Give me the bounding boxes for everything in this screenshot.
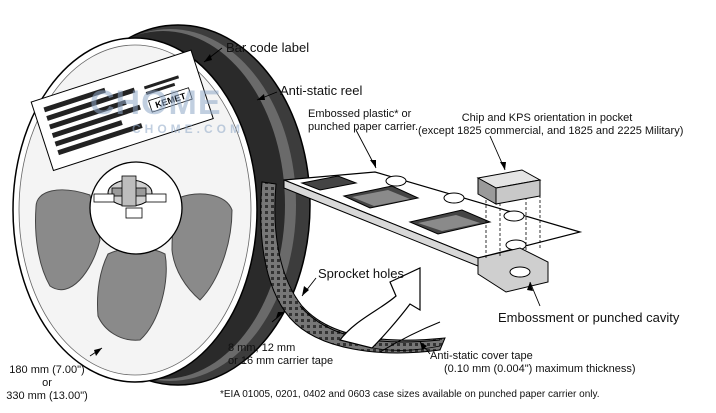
label-cover-line1: Anti-static cover tape <box>430 350 533 362</box>
label-anti-static-reel: Anti-static reel <box>280 83 363 98</box>
cover-tape-peel <box>338 267 441 353</box>
label-chip-line1: Chip and KPS orientation in pocket <box>461 112 633 124</box>
label-reel-size-line3: 330 mm (13.00") <box>6 390 88 403</box>
watermark-main: CHOME <box>90 84 222 122</box>
bar-code-label: KEMET <box>30 49 214 172</box>
label-embossed-carrier: Embossed plastic* or punched paper carri… <box>308 108 418 134</box>
label-reel-size: 180 mm (7.00") or 330 mm (13.00") <box>6 364 88 404</box>
label-embossed-line1: Embossed plastic* or <box>308 108 412 120</box>
footnote: *EIA 01005, 0201, 0402 and 0603 case siz… <box>220 389 600 400</box>
label-reel-size-line2: or <box>42 377 52 390</box>
label-carrier-tape: 8 mm, 12 mm or 16 mm carrier tape <box>228 342 333 368</box>
label-tape-line1: 8 mm, 12 mm <box>228 342 296 354</box>
label-cover-line2: (0.10 mm (0.004") maximum thickness) <box>444 363 636 376</box>
chip-component <box>476 169 542 205</box>
label-embossment: Embossment or punched cavity <box>498 310 680 325</box>
leader-arrowheads <box>94 54 533 356</box>
label-embossed-line2: punched paper carrier. <box>308 121 419 134</box>
label-tape-line2: or 16 mm carrier tape <box>228 355 334 368</box>
label-bar-code: Bar code label <box>226 40 310 55</box>
label-reel-size-line1: 180 mm (7.00") <box>9 364 85 376</box>
label-chip-line2: (except 1825 commercial, and 1825 and 22… <box>418 125 684 138</box>
watermark-sub: CHOME.COM <box>132 122 244 136</box>
label-chip-orientation: Chip and KPS orientation in pocket (exce… <box>418 112 684 138</box>
label-sprocket-holes: Sprocket holes <box>318 266 404 281</box>
reel-hub <box>89 161 183 255</box>
carrier-tape-section <box>283 171 583 293</box>
label-cover-tape: Anti-static cover tape (0.10 mm (0.004")… <box>430 350 636 376</box>
reel-window-cutouts <box>35 189 233 341</box>
